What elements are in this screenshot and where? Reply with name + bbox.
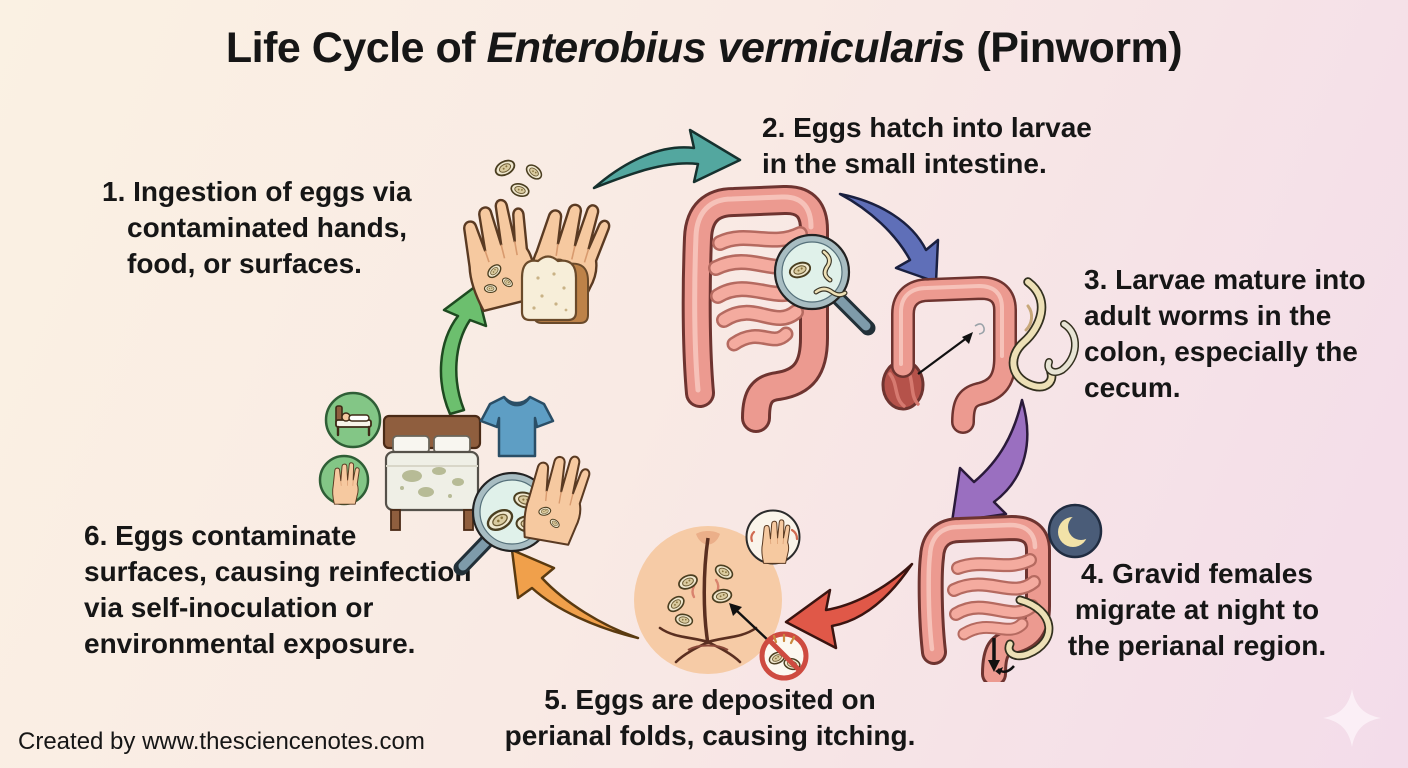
moon-icon [1047, 503, 1103, 559]
sparkle-icon [1323, 689, 1381, 747]
arrow-step1-to-step2-icon [592, 128, 742, 190]
step-4-text: 4. Gravid females migrate at night to th… [1067, 558, 1327, 662]
title-species-italic: Enterobius vermicularis [486, 24, 966, 72]
colon-cecum-illustration [881, 276, 1017, 434]
adult-worms-illustration [1008, 277, 1079, 392]
credit-text: Created by www.thesciencenotes.com [18, 728, 425, 755]
step-6-text: 6. Eggs contaminate surfaces, causing re… [84, 520, 472, 660]
step-3-text: 3. Larvae mature into adult worms in the… [1084, 264, 1366, 404]
step-5-text: 5. Eggs are deposited on perianal folds,… [504, 684, 916, 752]
hand-badge-icon [318, 454, 370, 506]
bread-slice-illustration [520, 255, 589, 324]
step-2-text: 2. Eggs hatch into larvae in the small i… [762, 112, 1092, 180]
no-scratch-icon [759, 631, 809, 681]
intestine-night-illustration [917, 515, 1054, 682]
title-suffix: (Pinworm) [964, 24, 1183, 72]
magnifier-egg-larvae-icon [773, 233, 876, 336]
scratching-hand-icon [745, 509, 801, 565]
arrow-step2-to-step3-icon [838, 192, 940, 284]
page-title: Life Cycle of Enterobius vermicularis (P… [0, 24, 1408, 73]
perianal-region-illustration [634, 526, 782, 674]
arrow-step4-to-step5-icon [784, 562, 914, 650]
tshirt-illustration [479, 395, 555, 458]
step-1-text: 1. Ingestion of eggs via contaminated ha… [102, 176, 412, 280]
hand-with-eggs-illustration [519, 450, 592, 548]
title-prefix: Life Cycle of [225, 24, 487, 72]
bed-illustration [382, 414, 482, 531]
bed-badge-icon [324, 391, 382, 449]
